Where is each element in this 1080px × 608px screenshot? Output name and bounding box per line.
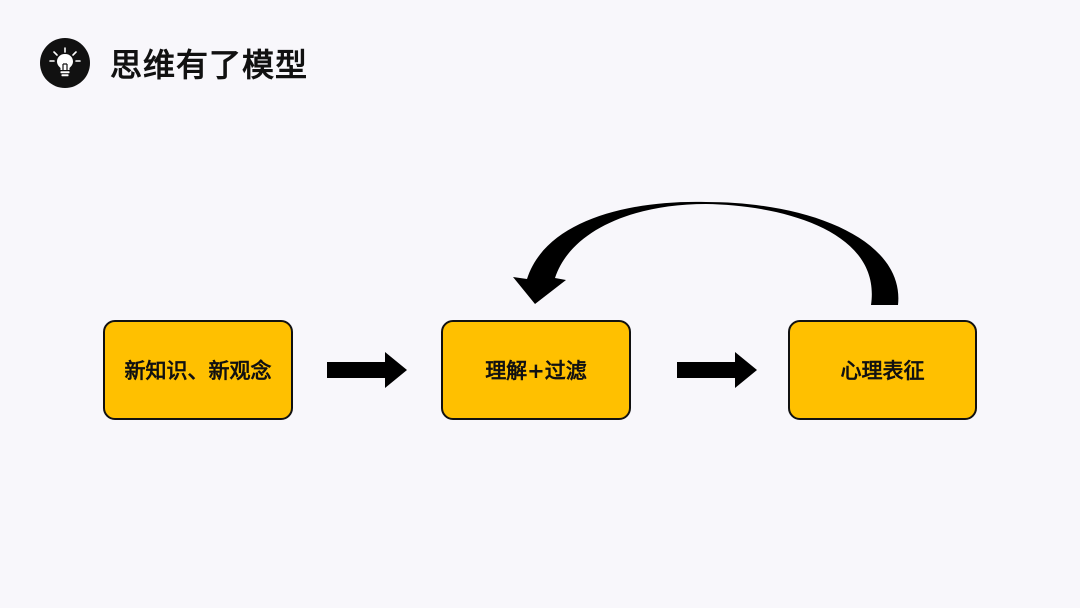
right-arrow-icon — [327, 352, 407, 388]
right-arrow-icon — [677, 352, 757, 388]
diagram-node-understand-filter: 理解+过滤 — [441, 320, 631, 420]
header: 思维有了模型 — [40, 38, 308, 88]
diagram-node-new-knowledge: 新知识、新观念 — [103, 320, 293, 420]
page-title: 思维有了模型 — [110, 46, 309, 84]
lightbulb-icon — [40, 38, 90, 88]
diagram-node-mental-representation: 心理表征 — [788, 320, 977, 420]
